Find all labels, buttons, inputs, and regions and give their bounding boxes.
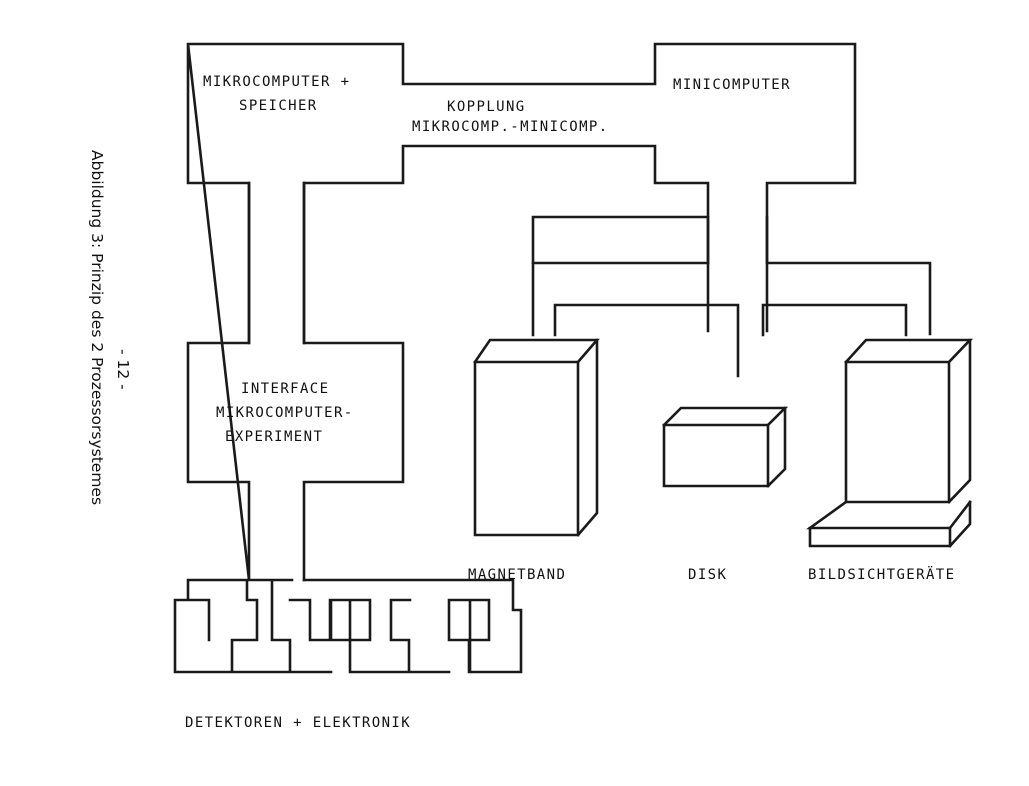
page-number: - 12 -: [114, 349, 132, 390]
disk-label: DISK: [688, 567, 727, 583]
interface-label-3: EXPERIMENT: [225, 429, 323, 445]
detectors-label: DETEKTOREN + ELEKTRONIK: [185, 715, 411, 731]
interface-label-2: MIKROCOMPUTER-: [216, 405, 354, 421]
microcomputer-label-1: MIKROCOMPUTER +: [203, 74, 350, 90]
display-terminal-icon: [805, 338, 974, 548]
display-label: BILDSICHTGERÄTE: [808, 565, 955, 583]
figure-caption: Abbildung 3: Prinzip des 2 Prozessorsyst…: [88, 150, 106, 505]
tape-drive-icon: [473, 338, 600, 537]
micro-interface-channel: [247, 181, 306, 345]
coupling-label-1: KOPPLUNG: [447, 99, 526, 115]
coupling-label-2: MIKROCOMP.-MINICOMP.: [412, 119, 609, 135]
minicomputer-label: MINICOMPUTER: [673, 77, 791, 93]
interface-label-1: INTERFACE: [241, 381, 329, 397]
microcomputer-label-2: SPEICHER: [239, 98, 318, 114]
peripheral-bus: [531, 215, 932, 378]
detector-comb: [173, 578, 523, 674]
disk-drive-icon: [662, 406, 789, 488]
tape-label: MAGNETBAND: [468, 567, 566, 583]
